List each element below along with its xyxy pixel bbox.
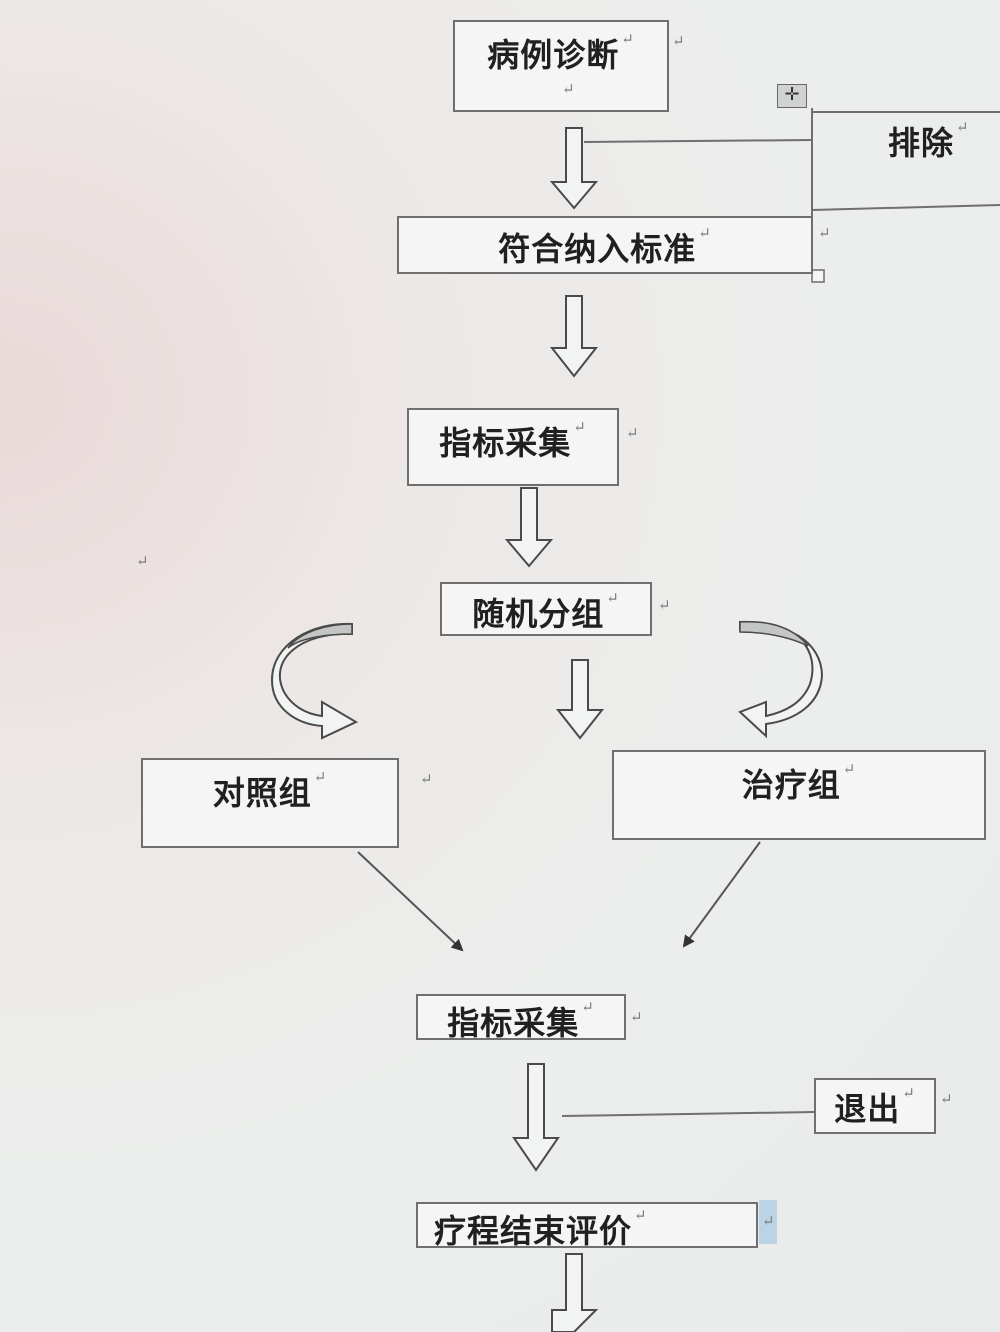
paragraph-mark: ↵ xyxy=(940,1090,953,1108)
collect-label-1: 指标采集 xyxy=(439,424,572,462)
randomize-box: 随机分组 ↵ xyxy=(440,582,652,636)
exclude-cell-bottom-border xyxy=(811,204,1000,211)
control-box: 对照组 ↵ xyxy=(141,758,399,848)
paragraph-mark: ↵ xyxy=(672,32,685,50)
cell-resize-handle xyxy=(811,269,825,283)
inclusion-box: 符合纳入标准 ↵ xyxy=(397,216,813,274)
paragraph-mark: ↵ xyxy=(606,589,620,607)
down-arrow-3 xyxy=(504,487,554,568)
diagnosis-box: 病例诊断 ↵ xyxy=(453,20,669,112)
treatment-label: 治疗组 xyxy=(741,766,841,804)
exclude-connector-line xyxy=(583,139,813,143)
evaluation-label: 疗程结束评价 xyxy=(434,1212,633,1250)
paragraph-mark: ↵ xyxy=(698,224,712,242)
paragraph-mark: ↵ xyxy=(420,770,433,788)
withdraw-box: 退出 ↵ xyxy=(814,1078,936,1134)
down-arrow-1 xyxy=(549,127,599,210)
paragraph-mark: ↵ xyxy=(902,1084,916,1102)
paragraph-mark: ↵ xyxy=(573,418,587,436)
evaluation-box: 疗程结束评价 ↵ xyxy=(416,1202,758,1250)
collect-box-2: 指标采集 ↵ xyxy=(416,994,626,1042)
paragraph-mark: ↵ xyxy=(630,1008,643,1026)
paragraph-mark: ↵ xyxy=(658,596,671,614)
collect-box-1: 指标采集 ↵ xyxy=(407,408,619,486)
exclude-box: 排除 ↵ xyxy=(870,112,1000,172)
paragraph-mark: ↵ xyxy=(956,118,970,136)
collect-label-2: 指标采集 xyxy=(447,1004,580,1042)
paragraph-mark: ↵ xyxy=(581,998,595,1016)
paragraph-mark: ↵ xyxy=(842,760,857,778)
text-selection-highlight xyxy=(759,1200,777,1244)
paragraph-mark: ↵ xyxy=(634,1206,648,1224)
randomize-label: 随机分组 xyxy=(472,595,605,633)
control-to-collect-arrow xyxy=(357,851,464,952)
diagnosis-label: 病例诊断 xyxy=(487,36,620,74)
treatment-box: 治疗组 ↵ xyxy=(612,750,986,840)
curved-arrow-right xyxy=(738,620,824,739)
withdraw-label: 退出 xyxy=(834,1090,901,1128)
paragraph-mark: ↵ xyxy=(626,424,639,442)
paragraph-mark: ↵ xyxy=(136,552,149,570)
curved-arrow-left xyxy=(270,622,359,740)
paragraph-mark: ↵ xyxy=(621,30,635,48)
control-label: 对照组 xyxy=(212,774,312,812)
paragraph-mark: ↵ xyxy=(818,224,831,242)
paragraph-mark: ↵ xyxy=(562,80,575,98)
treatment-to-collect-arrow xyxy=(682,841,761,948)
inclusion-label: 符合纳入标准 xyxy=(498,230,697,268)
paragraph-mark: ↵ xyxy=(313,768,328,786)
down-arrow-6 xyxy=(551,1253,599,1332)
down-arrow-2 xyxy=(549,295,599,378)
paragraph-mark: ↵ xyxy=(762,1212,775,1230)
withdraw-connector-line xyxy=(561,1111,815,1117)
exclude-label: 排除 xyxy=(888,124,955,162)
down-arrow-4 xyxy=(555,659,605,740)
down-arrow-5 xyxy=(512,1063,560,1172)
move-cross-icon[interactable]: ✛ xyxy=(777,84,807,108)
